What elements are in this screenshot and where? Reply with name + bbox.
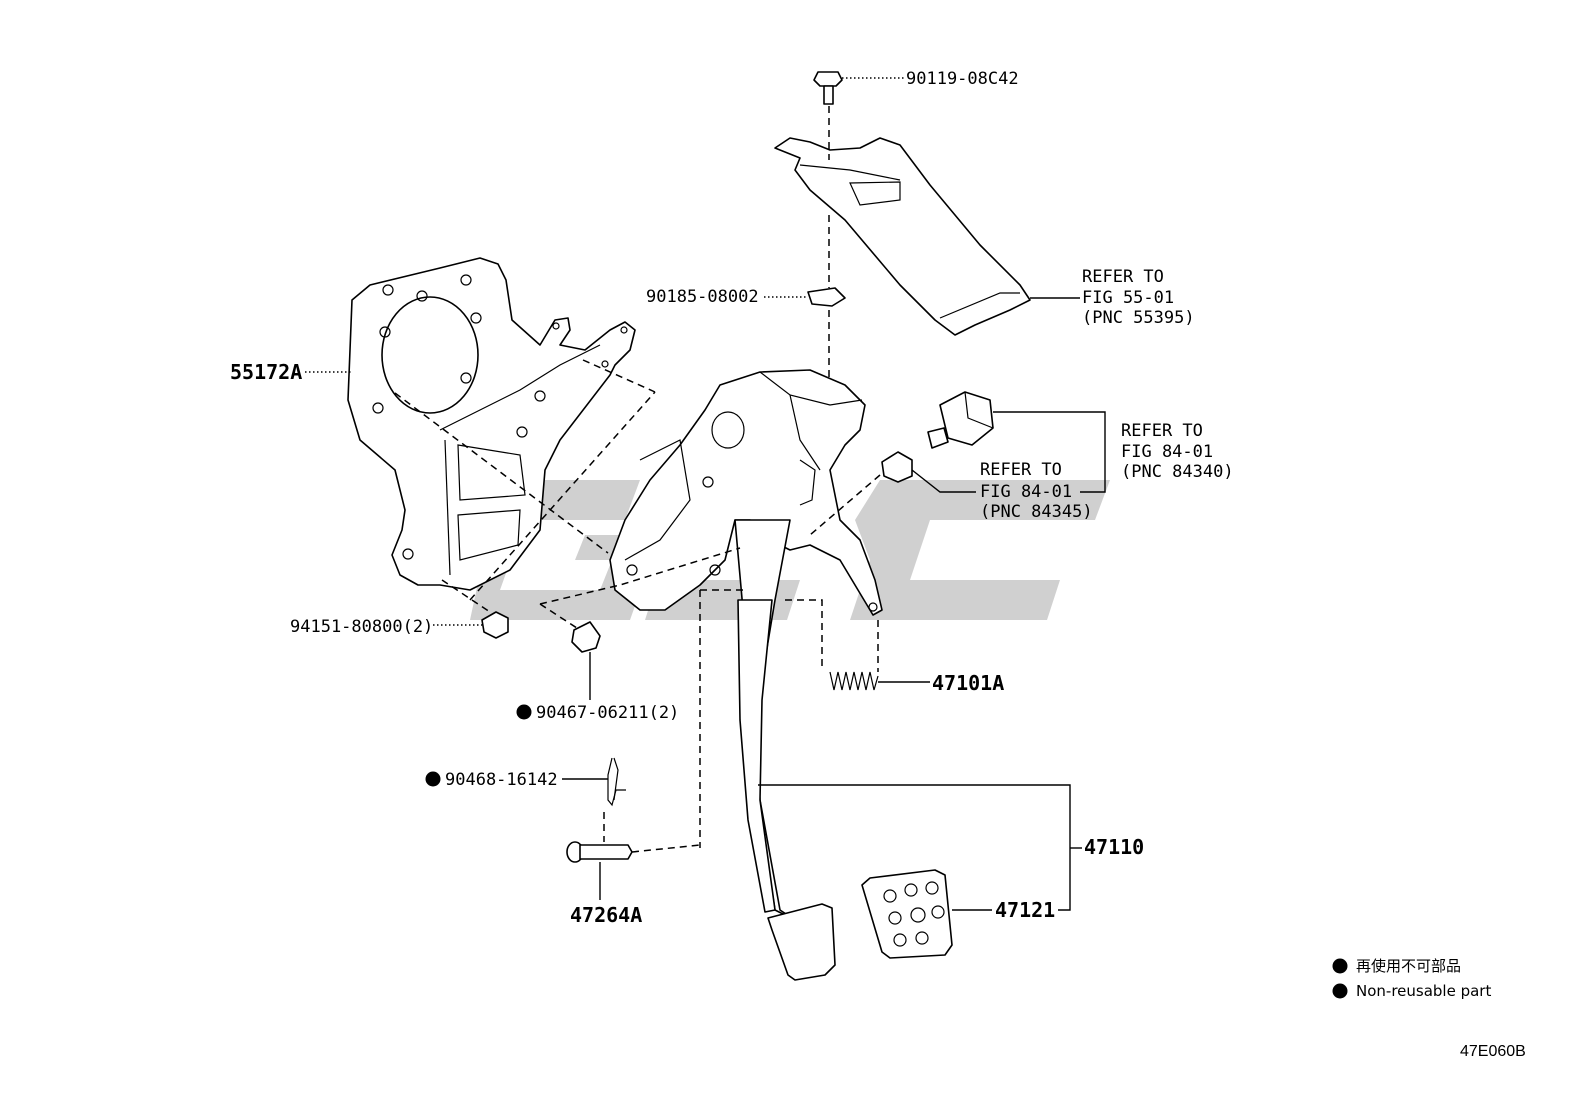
leader-lines [305, 77, 1106, 911]
legend-line-2: Non-reusable part [1356, 982, 1491, 1000]
pedal-pad-47121 [861, 869, 953, 959]
bolt-90119 [813, 71, 843, 160]
bracket-55172a [347, 257, 636, 591]
bushing-90467 [539, 547, 741, 653]
pedal-support [609, 369, 883, 616]
label-clip-nut: 90185-08002 [646, 287, 759, 307]
legend-marker-1 [1332, 958, 1348, 974]
label-switch-b-3: (PNC 84345) [980, 502, 1093, 522]
cotter-pin-90468 [603, 757, 626, 842]
pedal-cover [774, 137, 1031, 336]
label-cover-ref-1: REFER TO [1082, 267, 1164, 287]
label-switch-a-2: FIG 84-01 [1121, 442, 1213, 462]
label-pedal-pad: 47121 [995, 898, 1055, 922]
switch-cap-84345 [809, 451, 913, 536]
nut-94151 [394, 359, 656, 639]
pin-47264a [566, 841, 701, 863]
legend: 再使用不可部品 Non-reusable part [1332, 957, 1491, 1000]
figure-code: 47E060B [1460, 1043, 1526, 1060]
legend-marker-2 [1332, 983, 1348, 999]
clip-nut-90185 [807, 215, 846, 400]
pedal-arm-47110 [699, 519, 836, 981]
non-reusable-marker-bushing [516, 704, 532, 720]
label-pin: 47264A [570, 903, 642, 927]
label-cover-ref-2: FIG 55-01 [1082, 288, 1174, 308]
label-cover-ref-3: (PNC 55395) [1082, 308, 1195, 328]
label-spring: 47101A [932, 671, 1004, 695]
label-switch-b-1: REFER TO [980, 460, 1062, 480]
label-bracket: 55172A [230, 360, 302, 384]
label-bolt: 90119-08C42 [906, 69, 1019, 89]
legend-line-1: 再使用不可部品 [1356, 957, 1461, 975]
label-bushing: 90467-06211(2) [536, 703, 679, 723]
label-nut: 94151-80800(2) [290, 617, 433, 637]
spring-47101a [829, 620, 879, 691]
label-switch-b-2: FIG 84-01 [980, 482, 1072, 502]
label-pedal-assembly: 47110 [1084, 835, 1144, 859]
label-switch-a-3: (PNC 84340) [1121, 462, 1234, 482]
non-reusable-marker-cotter-pin [425, 771, 441, 787]
label-switch-a-1: REFER TO [1121, 421, 1203, 441]
stop-switch-84340 [927, 391, 994, 449]
label-cotter-pin: 90468-16142 [445, 770, 558, 790]
